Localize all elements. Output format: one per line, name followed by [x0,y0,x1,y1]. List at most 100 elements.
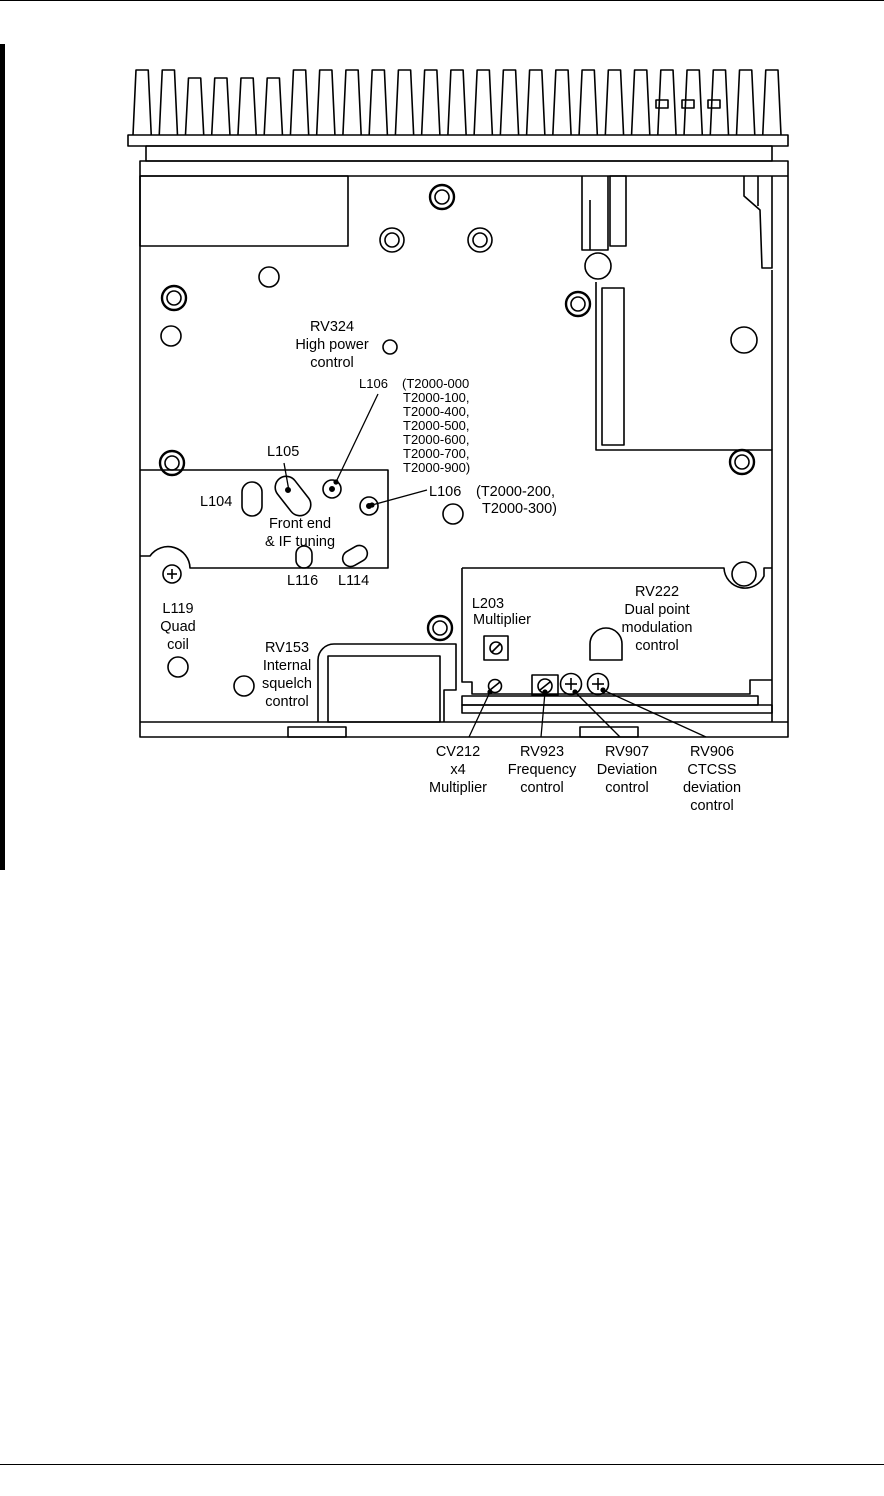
leader-lines [283,393,707,738]
label-rv923-line3: control [520,780,564,796]
label-l106-side-model-2: T2000-300) [482,501,557,517]
top-left-block [139,175,349,247]
label-rv222-line3: modulation [622,620,693,636]
page-top-rule [0,0,884,1]
mounting-screw [728,448,756,476]
chassis-foot-right [579,726,639,738]
label-l104: L104 [200,494,232,510]
heatsink-fin [158,69,179,136]
heatsink-notch [655,99,669,109]
label-l106-top: L106 [359,376,388,391]
chassis-foot-left [287,726,347,738]
label-l105: L105 [267,444,299,460]
heatsink-fin [420,69,441,136]
label-front-end-line1: Front end [269,516,331,532]
hole [730,326,758,354]
heatsink-notch [681,99,695,109]
label-l203-line2: Multiplier [473,612,531,628]
exciter-board-base [461,704,773,714]
rv153-potentiometer [233,675,255,697]
heatsink-fin [552,69,572,136]
leader-l106-side [371,489,428,506]
exciter-board [461,567,772,695]
rv324-potentiometer [382,339,398,355]
hole [731,561,757,587]
l106-side-coil [359,496,379,516]
hole [258,266,280,288]
rv906-trimmer [586,672,610,696]
l203-multiplier [483,635,509,661]
l105-coil [274,475,312,517]
heatsink-notch [707,99,721,109]
label-cv212-line3: Multiplier [429,780,487,796]
leader-dots [333,479,606,695]
front-end-board [140,469,389,569]
label-l116: L116 [287,573,318,589]
label-l106-side: L106 [429,484,461,500]
chassis-outline [139,160,789,738]
label-rv324-line2: High power [295,337,369,353]
label-l106-top-model-7: T2000-900) [403,460,470,475]
heatsink-fin [342,69,362,136]
mounting-screws [158,183,756,642]
label-l106-top-model-6: T2000-700, [403,446,470,461]
l106-top-coil [322,479,342,499]
label-cv212-line2: x4 [450,762,465,778]
label-rv907-line2: Deviation [597,762,657,778]
margin-change-bar [0,44,5,870]
label-rv222-line1: RV222 [635,584,679,600]
heatsink-fin [184,77,205,136]
heatsink-fin [499,69,520,136]
label-l114: L114 [338,573,369,589]
label-l203-line1: L203 [472,596,504,612]
heatsink-fin [368,69,389,136]
heatsink-base [127,134,789,147]
heatsink-fin [525,69,546,136]
leader-l106-top [335,393,379,483]
heatsink-fin [604,69,625,136]
leader-l105 [283,462,290,492]
squelch-shield [317,643,457,722]
mounting-screw [426,614,454,642]
rv222-potentiometer [589,627,623,661]
mounting-screw [158,449,186,477]
mounting-screw [160,284,188,312]
label-l106-top-model-1: (T2000-000 [402,376,469,391]
l119-screw [162,564,182,584]
heatsink-fin [394,69,415,136]
heatsink-fin [709,69,730,136]
diagram-labels: RV324 High power control L106 (T2000-000… [160,319,741,814]
page-bottom-rule [0,1464,884,1465]
leader-rv907 [574,691,621,738]
hole [442,503,464,525]
squelch-can [327,655,441,723]
label-l119-line3: coil [167,637,189,653]
cv212-trimmer [487,678,503,694]
label-l106-top-model-5: T2000-600, [403,432,470,447]
label-l106-top-model-2: T2000-100, [403,390,470,405]
heatsink-fin [761,69,782,136]
label-rv222-line2: Dual point [624,602,689,618]
label-rv324-line3: control [310,355,354,371]
heatsink-fin [683,69,704,136]
heatsink-fin [735,69,756,136]
heatsink-plate [145,145,773,162]
leader-rv923 [540,691,546,738]
l116-coil [295,545,313,569]
heatsink-fin [263,77,284,136]
heatsink-fin [578,69,599,136]
hole [584,252,612,280]
right-rail-assembly [581,175,773,722]
l104-coil [241,481,263,517]
rv907-trimmer [559,672,583,696]
heatsink-fin [447,69,467,136]
mounting-screw [564,290,592,318]
label-cv212-line1: CV212 [436,744,480,760]
exciter-board-strip [461,695,759,706]
label-rv153-line1: RV153 [265,640,309,656]
label-rv153-line4: control [265,694,309,710]
label-rv907-line1: RV907 [605,744,649,760]
label-rv153-line2: Internal [263,658,311,674]
mounting-screw [379,227,405,253]
